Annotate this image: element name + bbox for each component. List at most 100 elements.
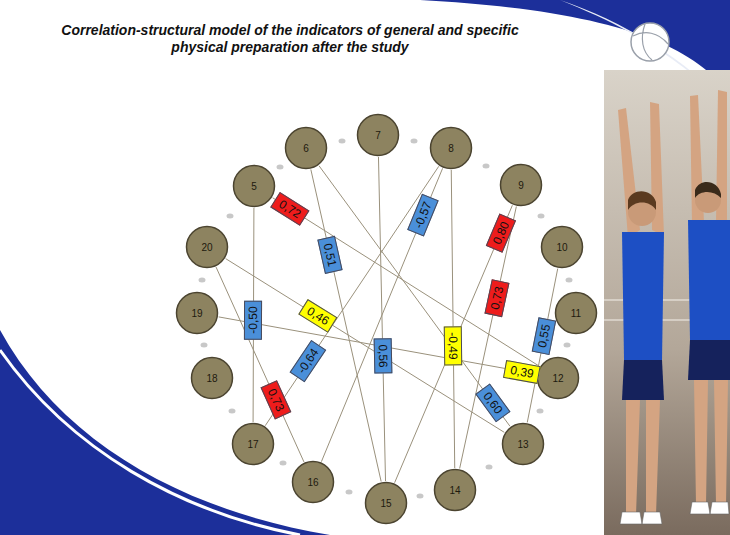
indicator-number: 9	[518, 180, 524, 191]
ring-dot	[537, 409, 544, 414]
correlation-value: 0,55	[532, 317, 557, 355]
indicator-number: 15	[380, 498, 391, 509]
indicator-circle: 8	[429, 126, 473, 170]
correlation-value: -0,64	[290, 340, 327, 383]
circle-shape	[192, 358, 233, 399]
ring-dot	[411, 139, 418, 144]
indicator-circle: 16	[291, 460, 335, 504]
indicator-number: 16	[307, 477, 318, 488]
indicator-circle: 5	[232, 164, 276, 208]
indicator-number: 20	[201, 242, 212, 253]
indicator-circle: 18	[190, 356, 234, 400]
correlation-value: -0,57	[408, 193, 440, 236]
ring-dot	[277, 165, 284, 170]
circle-shape	[286, 128, 327, 169]
ring-dot	[339, 139, 346, 144]
volleyball	[631, 23, 669, 61]
shoes	[690, 502, 729, 514]
correlation-value: 0,51	[317, 235, 342, 273]
blue-swoosh	[0, 330, 330, 535]
indicator-circle: 12	[536, 356, 580, 400]
correlation-value: 0,56	[373, 338, 392, 374]
ring-dot	[227, 214, 234, 219]
correlation-line	[378, 157, 385, 481]
indicator-number: 6	[303, 143, 309, 154]
indicator-number: 13	[517, 439, 528, 450]
indicator-circle: 13	[501, 422, 545, 466]
circle-shape	[435, 470, 476, 511]
circle-shape	[366, 483, 407, 524]
correlation-value: 0,73	[484, 279, 509, 317]
correlation-value: -0,50	[244, 300, 262, 339]
ring-dot	[564, 343, 571, 348]
ring-dot	[417, 494, 424, 499]
correlation-line	[319, 166, 510, 427]
circle-shape	[556, 293, 597, 334]
ring-dot	[486, 465, 493, 470]
ring-dot	[199, 278, 206, 283]
shorts	[688, 340, 730, 380]
circle-shape	[358, 115, 399, 156]
ring-dot	[566, 278, 573, 283]
ring-dot	[201, 343, 208, 348]
indicator-circle: 6	[284, 126, 328, 170]
shirt	[622, 232, 664, 360]
shoes	[620, 512, 662, 524]
indicator-circle: 15	[364, 481, 408, 525]
indicator-circle: 20	[185, 225, 229, 269]
correlation-value: 0,46	[298, 299, 338, 333]
correlation-value: -0,49	[444, 327, 462, 367]
shorts	[622, 360, 664, 400]
circle-shape	[233, 424, 274, 465]
ring-dot	[483, 164, 490, 169]
photo-ground	[604, 70, 730, 535]
correlation-line	[226, 259, 505, 433]
correlation-value: 0,80	[486, 213, 516, 253]
indicator-number: 11	[571, 308, 581, 319]
indicator-circle: 10	[540, 225, 584, 269]
indicator-number: 7	[375, 130, 381, 141]
correlation-value: 0,60	[475, 383, 510, 422]
ring-dot	[346, 490, 353, 495]
ball-seam	[633, 24, 668, 60]
indicator-circle: 11	[554, 291, 598, 335]
ring-dot	[280, 461, 287, 466]
correlation-line	[527, 269, 557, 423]
hair	[695, 182, 721, 198]
player-figure	[618, 102, 664, 524]
ring-dot	[229, 409, 236, 414]
correlation-value: 0,73	[260, 380, 291, 420]
indicator-circle: 9	[499, 163, 543, 207]
white-stripe	[0, 350, 300, 535]
indicator-number: 10	[556, 242, 567, 253]
shirt	[688, 220, 730, 340]
circle-shape	[503, 424, 544, 465]
player-figure	[688, 90, 730, 514]
ring-dot	[538, 214, 545, 219]
indicator-circle: 19	[175, 291, 219, 335]
circle-shape	[501, 165, 542, 206]
indicator-circle: 14	[433, 468, 477, 512]
indicator-number: 17	[247, 439, 258, 450]
legs	[626, 400, 660, 515]
correlation-line	[219, 317, 537, 374]
circle-shape	[538, 358, 579, 399]
indicator-circle: 7	[356, 113, 400, 157]
hair	[628, 191, 656, 210]
circle-shape	[187, 227, 228, 268]
legs	[694, 380, 728, 505]
indicator-number: 19	[191, 308, 202, 319]
circle-shape	[293, 462, 334, 503]
indicator-number: 12	[552, 373, 563, 384]
indicator-number: 14	[449, 485, 460, 496]
indicator-number: 18	[206, 373, 217, 384]
indicator-circle: 17	[231, 422, 275, 466]
correlation-value: 0,72	[271, 192, 311, 226]
diagram-title: Correlation-structural model of the indi…	[55, 22, 525, 56]
correlation-line	[451, 170, 454, 468]
circle-shape	[234, 166, 275, 207]
correlation-line	[265, 166, 439, 425]
circle-shape	[177, 293, 218, 334]
